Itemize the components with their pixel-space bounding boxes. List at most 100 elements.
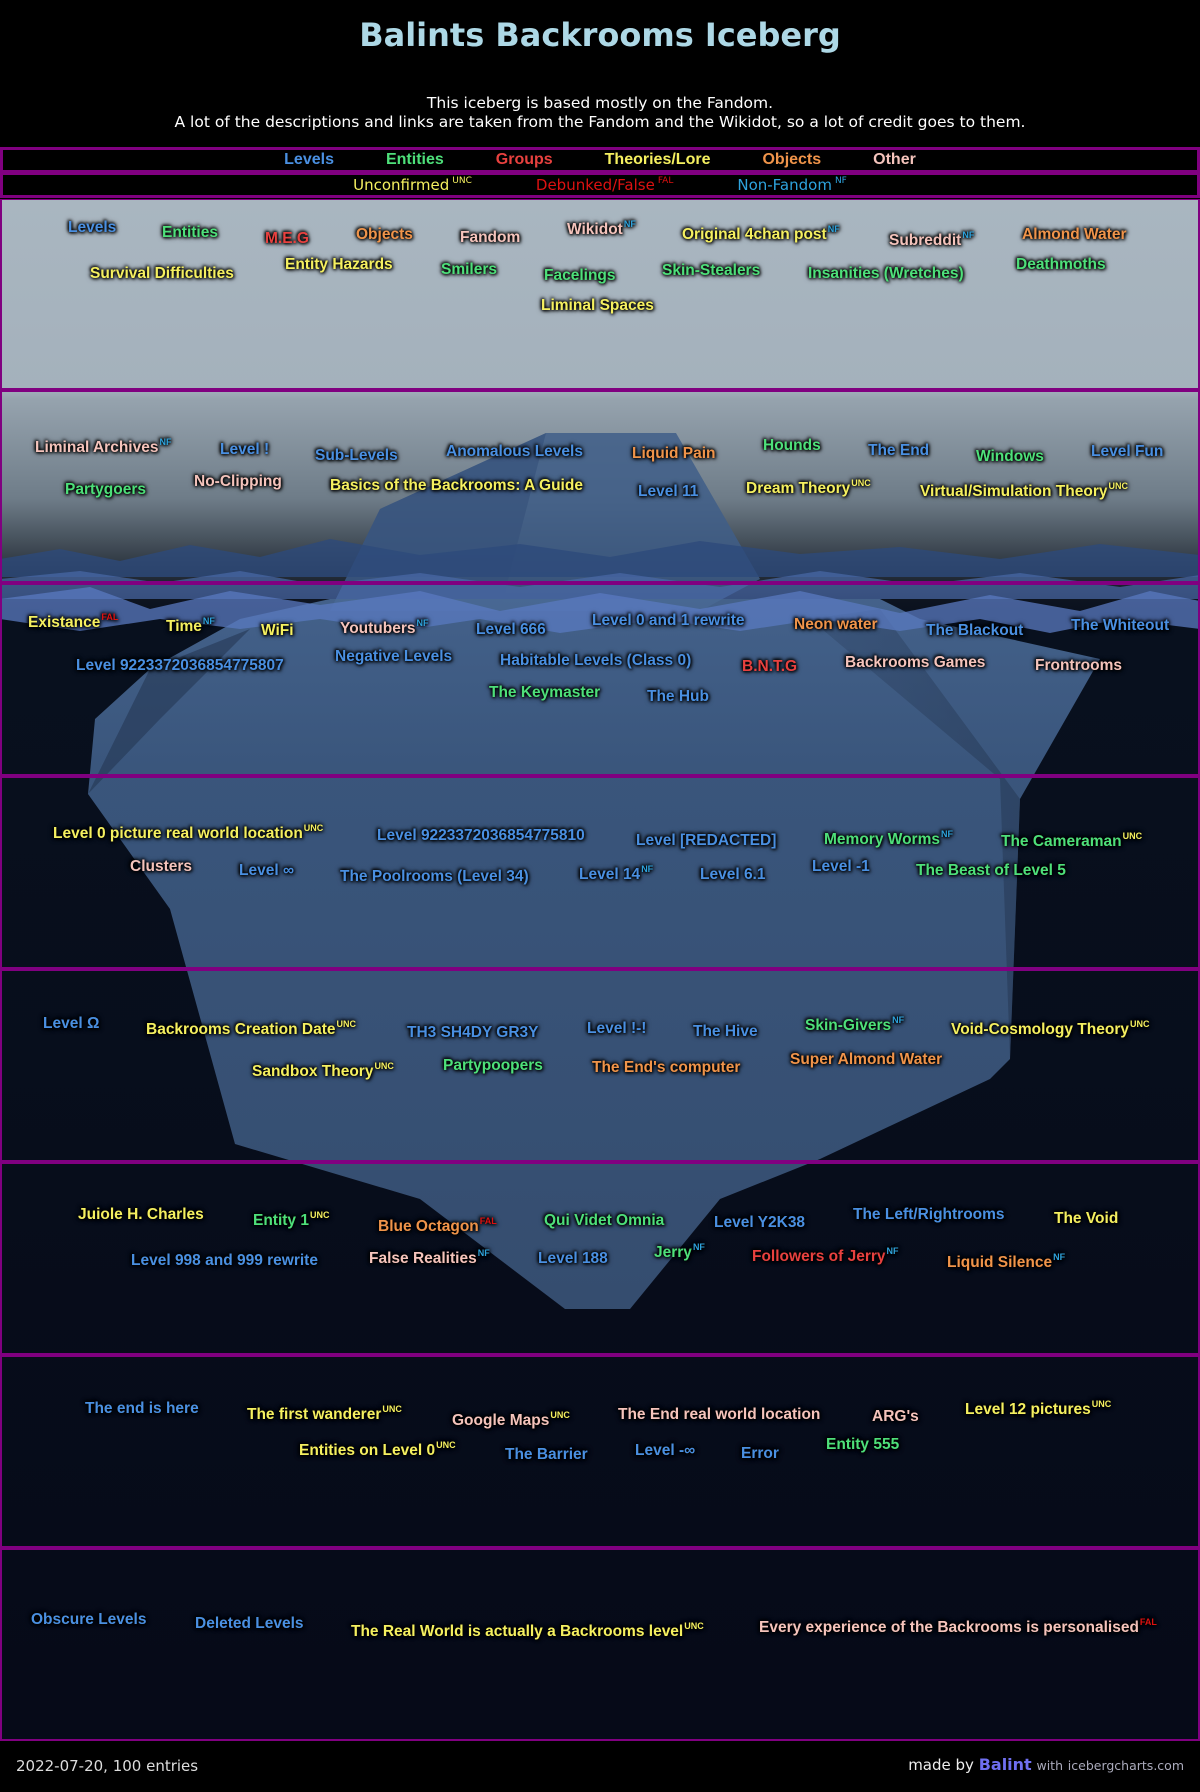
- iceberg-entry[interactable]: Liminal Spaces: [541, 297, 654, 315]
- iceberg-entry[interactable]: Almond Water: [1022, 226, 1126, 244]
- iceberg-entry[interactable]: Entity Hazards: [285, 256, 393, 274]
- iceberg-entry[interactable]: Juiole H. Charles: [78, 1206, 204, 1224]
- iceberg-entry[interactable]: Level 9223372036854775810: [377, 827, 585, 845]
- iceberg-entry[interactable]: Level !-!: [587, 1020, 646, 1038]
- iceberg-entry[interactable]: The Void: [1054, 1210, 1118, 1228]
- iceberg-entry[interactable]: Level 188: [538, 1250, 608, 1268]
- iceberg-entry[interactable]: Objects: [356, 226, 413, 244]
- iceberg-entry[interactable]: TimeNF: [166, 616, 215, 636]
- iceberg-entry[interactable]: Level Y2K38: [714, 1214, 805, 1232]
- iceberg-entry[interactable]: The Keymaster: [489, 684, 600, 702]
- iceberg-entry[interactable]: Level -1: [812, 858, 870, 876]
- iceberg-entry[interactable]: The End real world location: [618, 1406, 820, 1424]
- iceberg-entry[interactable]: Skin-GiversNF: [805, 1015, 904, 1035]
- iceberg-entry[interactable]: No-Clipping: [194, 473, 282, 491]
- iceberg-entry[interactable]: Facelings: [544, 267, 616, 285]
- iceberg-entry[interactable]: Level 666: [476, 621, 546, 639]
- iceberg-entry[interactable]: Level 6.1: [700, 866, 766, 884]
- iceberg-entry[interactable]: Dream TheoryUNC: [746, 478, 871, 498]
- iceberg-entry[interactable]: Partygoers: [65, 481, 146, 499]
- iceberg-entry[interactable]: The end is here: [85, 1400, 199, 1418]
- iceberg-entry[interactable]: Level 0 and 1 rewrite: [592, 612, 745, 630]
- iceberg-entry[interactable]: The End: [868, 442, 929, 460]
- iceberg-entry[interactable]: The first wandererUNC: [247, 1404, 402, 1424]
- iceberg-entry[interactable]: Anomalous Levels: [446, 443, 583, 461]
- iceberg-entry[interactable]: Qui Videt Omnia: [544, 1212, 664, 1230]
- iceberg-entry[interactable]: Level 998 and 999 rewrite: [131, 1252, 318, 1270]
- iceberg-entry[interactable]: Error: [741, 1445, 779, 1463]
- iceberg-entry[interactable]: Liminal ArchivesNF: [35, 437, 171, 457]
- iceberg-entry[interactable]: Entities: [162, 224, 218, 242]
- iceberg-entry[interactable]: The Whiteout: [1071, 617, 1169, 635]
- iceberg-entry[interactable]: Super Almond Water: [790, 1051, 942, 1069]
- iceberg-entry[interactable]: Level 14NF: [579, 864, 653, 884]
- iceberg-entry[interactable]: Obscure Levels: [31, 1611, 146, 1629]
- iceberg-entry[interactable]: Level ∞: [239, 862, 294, 880]
- iceberg-entry[interactable]: TH3 SH4DY GR3Y: [407, 1024, 539, 1042]
- iceberg-entry[interactable]: Fandom: [460, 229, 520, 247]
- iceberg-entry[interactable]: Level 9223372036854775807: [76, 657, 284, 675]
- iceberg-entry[interactable]: Original 4chan postNF: [682, 224, 840, 244]
- iceberg-entry[interactable]: Level !: [220, 441, 269, 459]
- iceberg-entry[interactable]: The Barrier: [505, 1446, 588, 1464]
- iceberg-entry[interactable]: Negative Levels: [335, 648, 452, 666]
- iceberg-entry[interactable]: Windows: [976, 448, 1044, 466]
- iceberg-entry[interactable]: Level Fun: [1091, 443, 1163, 461]
- iceberg-entry[interactable]: Liquid Pain: [632, 445, 716, 463]
- iceberg-entry[interactable]: The End's computer: [592, 1059, 740, 1077]
- iceberg-entry[interactable]: Level -∞: [635, 1442, 695, 1460]
- iceberg-entry[interactable]: Entity 555: [826, 1436, 899, 1454]
- iceberg-entry[interactable]: Deleted Levels: [195, 1615, 304, 1633]
- iceberg-entry[interactable]: Basics of the Backrooms: A Guide: [330, 477, 583, 495]
- iceberg-entry[interactable]: Memory WormsNF: [824, 829, 953, 849]
- iceberg-entry[interactable]: The Poolrooms (Level 34): [340, 868, 529, 886]
- iceberg-entry[interactable]: ARG's: [872, 1408, 919, 1426]
- iceberg-entry[interactable]: Deathmoths: [1016, 256, 1106, 274]
- iceberg-entry[interactable]: Sandbox TheoryUNC: [252, 1061, 394, 1081]
- iceberg-entry[interactable]: False RealitiesNF: [369, 1248, 490, 1268]
- iceberg-entry[interactable]: Level 12 picturesUNC: [965, 1399, 1111, 1419]
- iceberg-entry[interactable]: Partypoopers: [443, 1057, 543, 1075]
- iceberg-entry[interactable]: YoutubersNF: [340, 618, 429, 638]
- iceberg-entry[interactable]: Entity 1UNC: [253, 1210, 329, 1230]
- iceberg-entry[interactable]: The Real World is actually a Backrooms l…: [351, 1621, 704, 1641]
- iceberg-entry[interactable]: SubredditNF: [889, 230, 974, 250]
- author-link[interactable]: Balint: [978, 1755, 1032, 1774]
- iceberg-entry[interactable]: WiFi: [261, 622, 294, 640]
- iceberg-entry[interactable]: Hounds: [763, 437, 821, 455]
- iceberg-entry[interactable]: Sub-Levels: [315, 447, 398, 465]
- iceberg-entry[interactable]: The Hive: [693, 1023, 758, 1041]
- iceberg-entry[interactable]: Frontrooms: [1035, 657, 1122, 675]
- iceberg-entry[interactable]: M.E.G: [265, 230, 309, 248]
- iceberg-entry[interactable]: Void-Cosmology TheoryUNC: [951, 1019, 1149, 1039]
- iceberg-entry[interactable]: ExistanceFAL: [28, 612, 118, 632]
- iceberg-entry[interactable]: Backrooms Creation DateUNC: [146, 1019, 356, 1039]
- iceberg-entry[interactable]: Level [REDACTED]: [636, 832, 776, 850]
- iceberg-entry[interactable]: Survival Difficulties: [90, 265, 234, 283]
- iceberg-entry[interactable]: Followers of JerryNF: [752, 1246, 899, 1266]
- iceberg-entry[interactable]: Clusters: [130, 858, 192, 876]
- iceberg-entry[interactable]: JerryNF: [654, 1242, 705, 1262]
- iceberg-entry[interactable]: Skin-Stealers: [662, 262, 760, 280]
- iceberg-entry[interactable]: WikidotNF: [567, 219, 636, 239]
- iceberg-entry[interactable]: Level 11: [638, 483, 698, 501]
- iceberg-entry[interactable]: Every experience of the Backrooms is per…: [759, 1617, 1157, 1637]
- site-link[interactable]: icebergcharts.com: [1067, 1758, 1184, 1773]
- iceberg-entry[interactable]: The CameramanUNC: [1001, 831, 1142, 851]
- iceberg-entry[interactable]: The Blackout: [926, 622, 1023, 640]
- iceberg-entry[interactable]: Google MapsUNC: [452, 1410, 570, 1430]
- iceberg-entry[interactable]: Levels: [68, 219, 116, 237]
- iceberg-entry[interactable]: Level 0 picture real world locationUNC: [53, 823, 323, 843]
- iceberg-entry[interactable]: Virtual/Simulation TheoryUNC: [920, 481, 1128, 501]
- iceberg-entry[interactable]: Smilers: [441, 261, 497, 279]
- iceberg-entry[interactable]: B.N.T.G: [742, 658, 797, 676]
- iceberg-entry[interactable]: Level Ω: [43, 1015, 99, 1033]
- iceberg-entry[interactable]: Backrooms Games: [845, 654, 985, 672]
- iceberg-entry[interactable]: Liquid SilenceNF: [947, 1252, 1065, 1272]
- iceberg-entry[interactable]: Habitable Levels (Class 0): [500, 652, 691, 670]
- iceberg-entry[interactable]: Entities on Level 0UNC: [299, 1440, 456, 1460]
- iceberg-entry[interactable]: The Beast of Level 5: [916, 862, 1066, 880]
- iceberg-entry[interactable]: Insanities (Wretches): [808, 265, 964, 283]
- iceberg-entry[interactable]: The Hub: [647, 688, 709, 706]
- iceberg-entry[interactable]: Blue OctagonFAL: [378, 1216, 497, 1236]
